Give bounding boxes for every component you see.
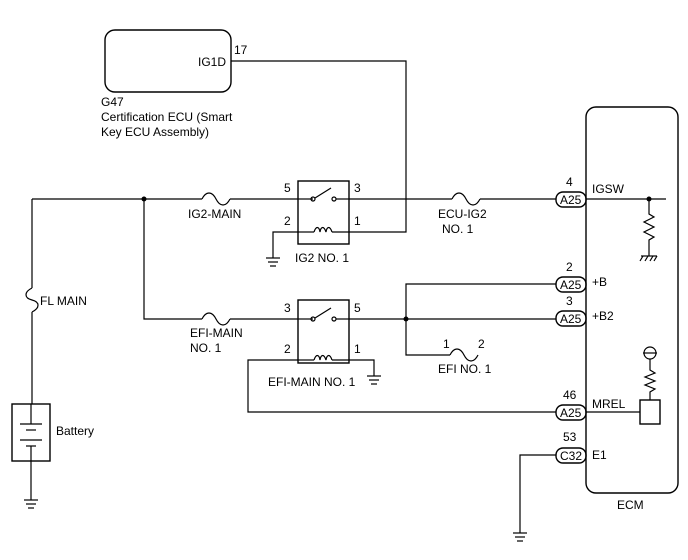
efi-relay-pin: 2 [284, 342, 291, 356]
ecm: ECM [585, 106, 679, 512]
connector-badge [555, 447, 587, 464]
efi-relay-contact [331, 316, 337, 322]
ig2-relay-contact [310, 196, 316, 202]
ig2-relay-pin: 2 [284, 214, 291, 228]
ecm-terminal-mrel: A25 46 MREL [555, 388, 626, 421]
connector-badge [555, 191, 587, 208]
ecm-mrel-driver [639, 399, 661, 425]
ground-icon [513, 532, 527, 542]
cert-ecu-code: G47 [101, 95, 124, 109]
ecu-ig2-fuse-symbol [451, 192, 481, 206]
efi-main-fuse-symbol [201, 312, 231, 326]
wire-to-efi-main [143, 199, 202, 320]
efi-main-no1-relay: 3 5 2 1 EFI-MAIN NO. 1 [268, 299, 361, 389]
terminal-pin: 53 [563, 430, 577, 444]
ig2-relay-box [297, 180, 350, 245]
fl-main-label: FL MAIN [40, 294, 87, 308]
battery: Battery [11, 403, 94, 462]
ground-icon [367, 375, 381, 385]
efi-relay-label: EFI-MAIN NO. 1 [268, 375, 356, 389]
ig2-relay-label: IG2 NO. 1 [295, 251, 349, 265]
ecm-terminal-igsw: A25 4 IGSW [555, 175, 625, 208]
ig2-relay-coil [313, 226, 333, 233]
ecu-ig2-label-line1: ECU-IG2 [438, 207, 487, 221]
efi-relay-pin: 5 [354, 301, 361, 315]
ig2-relay-contact [331, 196, 337, 202]
efi-relay-pin: 1 [354, 342, 361, 356]
ecm-terminal-e1: C32 53 E1 [555, 430, 607, 464]
ig2-no1-relay: 5 3 2 1 IG2 NO. 1 [284, 180, 361, 265]
ecm-mrel-resistor [643, 359, 657, 400]
certification-ecu: IG1D 17 G47 Certification ECU (Smart Key… [101, 29, 248, 139]
efi-relay-switch-arm [314, 307, 332, 319]
terminal-pin: 46 [563, 388, 577, 402]
cert-ecu-name-line2: Key ECU Assembly) [101, 125, 209, 139]
efi-main-label-line2: NO. 1 [190, 341, 222, 355]
cert-ecu-name-line1: Certification ECU (Smart [101, 110, 233, 124]
ig2-main-fuse-symbol [201, 192, 231, 206]
ig2-relay-pin: 1 [354, 214, 361, 228]
wire-e1-to-ground [519, 454, 556, 533]
ig2-relay-pin: 3 [354, 181, 361, 195]
connector-code: A25 [560, 193, 582, 207]
ecm-terminal-b2: A25 3 +B2 [555, 294, 614, 327]
ecu-ig2-label-line2: NO. 1 [442, 222, 474, 236]
ig2-main-label: IG2-MAIN [188, 207, 241, 221]
ground-icon [24, 499, 38, 509]
terminal-pin: 2 [566, 260, 573, 274]
cert-ecu-pin-label: IG1D [198, 55, 226, 69]
fl-main-fuse-symbol [25, 287, 39, 313]
wire-efi-relay-to-ground [349, 359, 375, 376]
terminal-signal: +B2 [592, 309, 614, 323]
connector-code: C32 [560, 449, 582, 463]
connector-code: A25 [560, 312, 582, 326]
efi-main-label-line1: EFI-MAIN [190, 326, 243, 340]
wire-mrel [247, 359, 556, 413]
efi-relay-box [297, 299, 350, 364]
wire-b-and-efi-no1 [405, 283, 556, 356]
wire-ig2-relay-to-ground [272, 231, 298, 258]
connector-code: A25 [560, 406, 582, 420]
connector-code: A25 [560, 278, 582, 292]
connector-badge [555, 310, 587, 327]
efi-relay-contact [310, 316, 316, 322]
terminal-pin: 3 [566, 294, 573, 308]
efi-no1-label: EFI NO. 1 [438, 362, 492, 376]
efi-no1-pin: 2 [478, 337, 485, 351]
battery-label: Battery [56, 424, 94, 438]
ecm-terminal-b: A25 2 +B [555, 260, 607, 293]
ground-icon [266, 257, 280, 267]
chassis-ground-icon [639, 255, 658, 262]
ig2-relay-switch-arm [314, 187, 332, 199]
efi-relay-coil [313, 354, 333, 361]
ecm-label: ECM [617, 498, 644, 512]
terminal-signal: +B [592, 275, 607, 289]
connector-badge [555, 404, 587, 421]
terminal-signal: MREL [592, 397, 626, 411]
cert-ecu-pin-number: 17 [234, 43, 248, 57]
ecm-box [585, 106, 679, 494]
efi-no1-pin: 1 [443, 337, 450, 351]
terminal-signal: IGSW [592, 182, 625, 196]
ig2-relay-pin: 5 [284, 181, 291, 195]
efi-no1-fuse-symbol [449, 348, 479, 362]
connector-badge [555, 276, 587, 293]
ecm-pulldown-resistor [642, 199, 656, 256]
terminal-signal: E1 [592, 448, 607, 462]
wire-ig1d-to-relay-coil [231, 60, 407, 233]
efi-relay-pin: 3 [284, 301, 291, 315]
terminal-pin: 4 [566, 175, 573, 189]
